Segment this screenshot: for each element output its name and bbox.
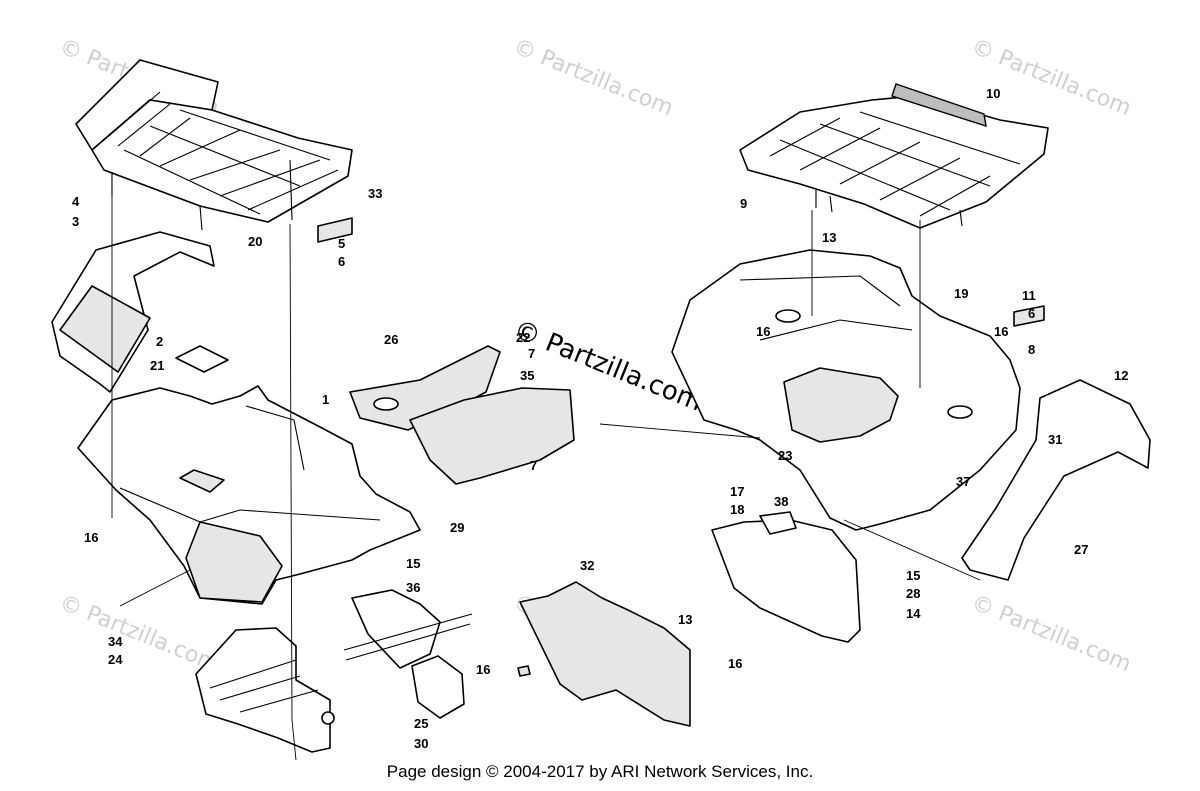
callout-20: 20: [248, 234, 262, 249]
callout-23: 23: [778, 448, 792, 463]
callout-25: 25: [414, 716, 428, 731]
callout-16d: 16: [476, 662, 490, 677]
rear-body: [671, 249, 1021, 531]
callout-15a: 15: [406, 556, 420, 571]
callout-34: 34: [108, 634, 123, 649]
frame-bracket: [195, 627, 335, 753]
callout-14: 14: [906, 606, 921, 621]
callout-16b: 16: [756, 324, 770, 339]
callout-13a: 13: [822, 230, 836, 245]
callout-6a: 6: [338, 254, 345, 269]
front-rack: [75, 59, 353, 231]
callout-35: 35: [520, 368, 534, 383]
callout-18: 18: [730, 502, 744, 517]
callout-30: 30: [414, 736, 428, 751]
callout-2: 2: [156, 334, 163, 349]
callout-1: 1: [322, 392, 329, 407]
callout-9: 9: [740, 196, 747, 211]
callout-17: 17: [730, 484, 744, 499]
rear-mud-flap: [711, 511, 861, 643]
callout-5: 5: [338, 236, 345, 251]
callout-29: 29: [450, 520, 464, 535]
side-panel-lower: [409, 387, 575, 485]
callout-10: 10: [986, 86, 1000, 101]
rear-side-panel: [519, 581, 691, 727]
rear-fender-right: [961, 379, 1151, 581]
callout-6b: 6: [1028, 306, 1035, 321]
callout-11: 11: [1022, 288, 1036, 303]
callout-16c: 16: [994, 324, 1008, 339]
callout-32: 32: [580, 558, 594, 573]
front-fender-panel: [51, 231, 215, 393]
callout-27: 27: [1074, 542, 1088, 557]
callout-31: 31: [1048, 432, 1062, 447]
callout-28: 28: [906, 586, 920, 601]
copyright-footer: Page design © 2004-2017 by ARI Network S…: [386, 762, 814, 781]
callout-24: 24: [108, 652, 123, 667]
callout-16a: 16: [84, 530, 98, 545]
callout-21: 21: [150, 358, 164, 373]
callout-19: 19: [954, 286, 968, 301]
callout-8: 8: [1028, 342, 1035, 357]
callout-33: 33: [368, 186, 382, 201]
callout-38: 38: [774, 494, 788, 509]
leader-lines: [111, 174, 981, 761]
callout-7a: 7: [528, 346, 535, 361]
watermark-mid-right: © Partzilla.com: [968, 590, 1135, 677]
watermark-top-middle: © Partzilla.com: [510, 34, 677, 121]
callout-13b: 13: [678, 612, 692, 627]
callout-labels: 1 2 3 4 5 6 7 7 8 9 10 11 6 12 13 13 14 …: [72, 86, 1128, 751]
small-parts: [175, 217, 1045, 677]
callout-22: 22: [516, 330, 530, 345]
watermark-top-right: © Partzilla.com: [968, 34, 1135, 121]
callout-3: 3: [72, 214, 79, 229]
callout-26: 26: [384, 332, 398, 347]
callout-7b: 7: [530, 458, 537, 473]
side-panel-upper: [349, 345, 501, 431]
watermark-mid-left: © Partzilla.com: [56, 590, 223, 677]
callout-4: 4: [72, 194, 80, 209]
front-body: [77, 385, 421, 605]
callout-16e: 16: [728, 656, 742, 671]
rear-rack: [739, 83, 1049, 229]
callout-12: 12: [1114, 368, 1128, 383]
front-brackets: [343, 589, 473, 719]
callout-37: 37: [956, 474, 970, 489]
callout-15b: 15: [906, 568, 920, 583]
callout-36: 36: [406, 580, 420, 595]
